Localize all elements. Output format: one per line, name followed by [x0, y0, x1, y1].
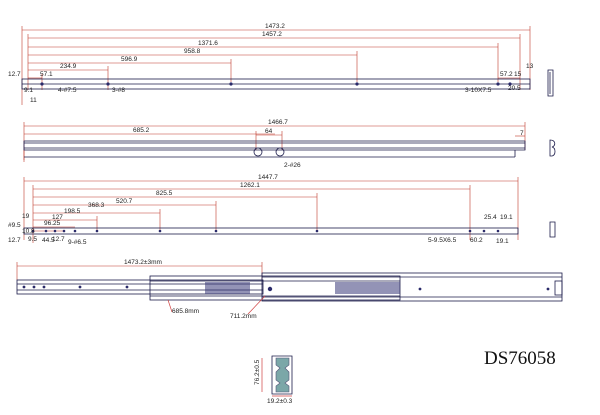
view-4: 1473.2±3mm 685.8mm 711.2mm — [16, 259, 563, 320]
dim-text: 1457.2 — [262, 31, 282, 38]
dim-text: 825.5 — [156, 190, 173, 197]
dim-text: 15 — [514, 71, 522, 78]
dim-text: 1447.7 — [258, 174, 278, 181]
model-code: DS76058 — [484, 348, 556, 369]
dim-text: 520.7 — [116, 198, 133, 205]
dim-text: 96.25 — [44, 220, 61, 227]
dim-text: 1473.2±3mm — [124, 259, 162, 266]
note-text: 3-#8 — [112, 87, 125, 94]
dim-text: 12.7 — [8, 237, 21, 244]
dim-text: 1371.6 — [198, 40, 218, 47]
dim-text: 64 — [265, 128, 273, 135]
dim-text: 19 — [22, 213, 30, 220]
dim-text: 60.2 — [470, 237, 483, 244]
view-1: 1473.2 1457.2 1371.6 958.8 596.9 234.9 5… — [8, 23, 554, 105]
note-text: 4-#7.5 — [58, 87, 77, 94]
dim-text: 234.9 — [60, 63, 77, 70]
dim-text: 57.2 — [500, 71, 513, 78]
dim-text: 19.1 — [500, 214, 513, 221]
note-text: 2-#26 — [284, 162, 301, 169]
dim-text: 685.8mm — [172, 308, 199, 315]
note-text: 3-10X7.5 — [465, 87, 492, 94]
dim-text: 57.1 — [40, 71, 53, 78]
dim-text: 596.9 — [121, 56, 138, 63]
dim-text: 1473.2 — [265, 23, 285, 30]
dim-text: 25.4 — [484, 214, 497, 221]
view-2: 1466.7 685.2 64 7 2-#26 — [23, 119, 556, 169]
note-text: 5-9.5X6.5 — [428, 237, 457, 244]
cross-section: 76.2±0.5 19.2±0.3 — [254, 355, 293, 405]
dim-text: 1466.7 — [268, 119, 288, 126]
view-3: 1447.7 1262.1 825.5 520.7 368.3 198.5 12… — [8, 174, 556, 246]
dim-text: 12.7 — [52, 236, 65, 243]
dim-text: 368.3 — [88, 202, 105, 209]
dim-text: 958.8 — [184, 48, 201, 55]
dim-text: 685.2 — [133, 127, 150, 134]
dim-text: 198.5 — [64, 208, 81, 215]
note-text: 10.8 — [22, 228, 35, 235]
dim-text: 9.1 — [24, 87, 33, 94]
dim-text: 76.2±0.5 — [254, 359, 261, 385]
dim-text: 20.5 — [508, 85, 521, 92]
note-text: #9.5 — [8, 222, 21, 229]
dim-text: 11 — [30, 97, 37, 104]
note-text: 9-#6.5 — [68, 239, 87, 246]
dim-text: 12.7 — [8, 71, 21, 78]
dim-text: 13 — [526, 63, 534, 70]
dim-text: 44.5 — [42, 237, 55, 244]
dim-text: 1262.1 — [240, 182, 260, 189]
dim-text: 19.2±0.3 — [267, 398, 293, 405]
dim-text: 711.2mm — [230, 313, 257, 320]
dim-text: 9.5 — [28, 236, 37, 243]
dim-text: 7 — [520, 130, 524, 137]
dim-text: 19.1 — [496, 238, 509, 245]
dim-text: 127 — [52, 214, 63, 221]
